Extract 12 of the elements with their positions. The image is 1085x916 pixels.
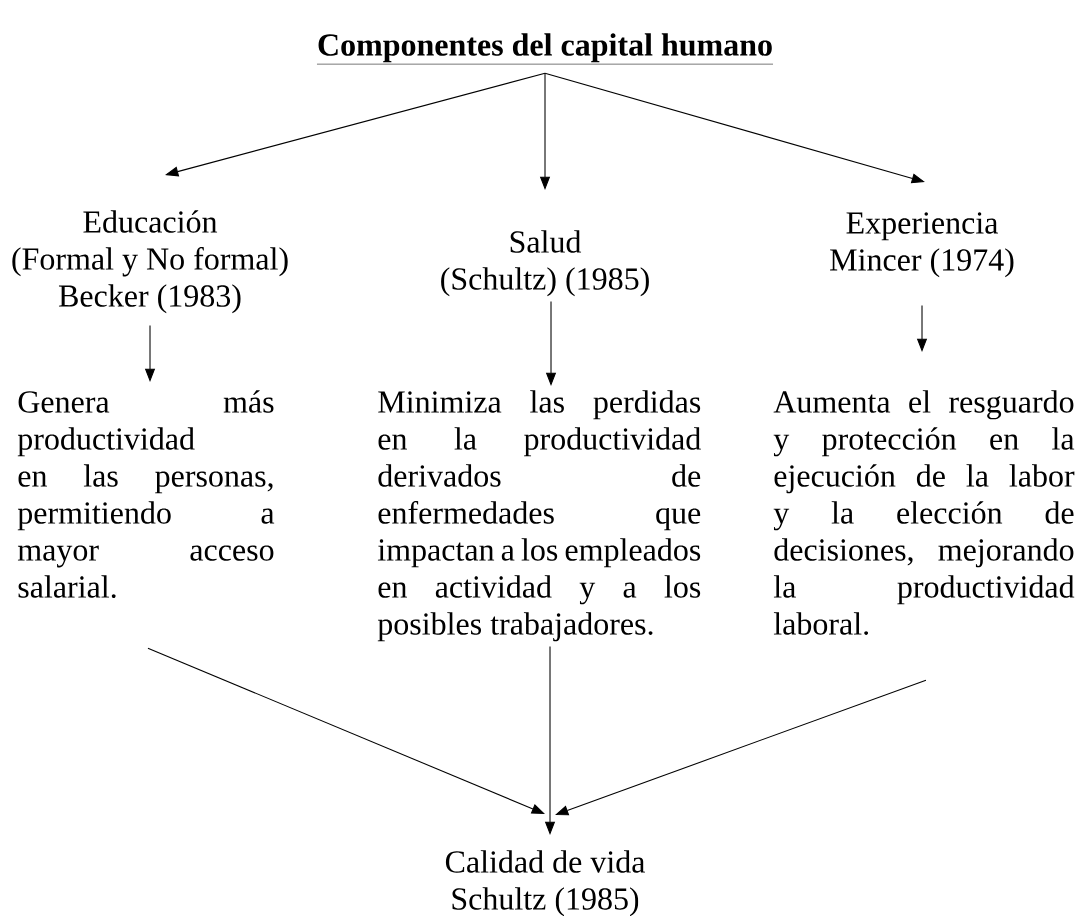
description-text: Genera más productividad en las personas, permitiendo a mayor acceso salarial. [17, 390, 275, 598]
arrow [544, 72, 925, 184]
concept-label: Educación (Formal y No formal) Becker (1983) [12, 210, 288, 314]
concept-label: Calidad de vida Schultz (1985) [445, 850, 645, 916]
concept-label: Salud (Schultz) (1985) [441, 230, 649, 297]
heading-title: Componentes del capital humano [316, 33, 774, 65]
description-text: Aumenta el resguardo y protección en la ejecución de la labor y la elección de decisiones, mejorando la productividad laboral. [773, 390, 1075, 635]
arrow [147, 647, 545, 814]
arrow [555, 679, 927, 816]
concept-label: Experiencia Mincer (1974) [830, 212, 1014, 278]
arrow [165, 72, 546, 177]
description-text: Minimiza las perdidas en la productividad derivados de enfermedades que impactan a los empleados en actividad y a los posibles trabajadores. [377, 390, 701, 642]
